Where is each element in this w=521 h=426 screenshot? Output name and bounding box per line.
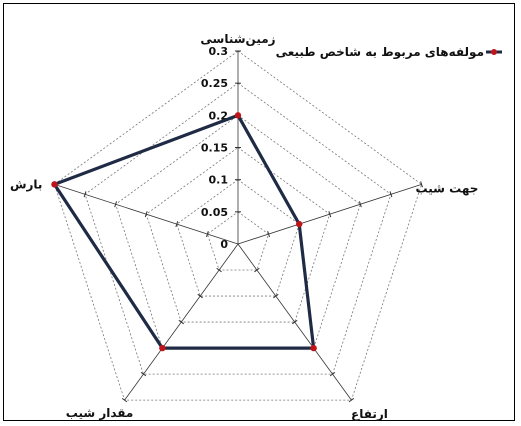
grid-ring-3 [145, 147, 331, 323]
tick-label-6: 0.3 [209, 45, 229, 58]
tick-label-4: 0.2 [209, 109, 229, 122]
series-point-4 [51, 181, 58, 188]
radar-grid [53, 50, 423, 401]
spoke-tick-3-1 [216, 267, 222, 273]
spoke-tick-1-3 [328, 211, 332, 218]
spoke-tick-4-5 [83, 191, 87, 198]
axis-label-1: جهت شیب [416, 181, 479, 195]
axis-label-0: زمین‌شناسی [200, 32, 275, 46]
spoke-tick-1-6 [420, 181, 423, 188]
spoke-tick-3-5 [140, 371, 147, 377]
axis-label-2: ارتفاع [351, 407, 388, 421]
legend-label: مولفه‌های مربوط به شاخص طبیعی [276, 45, 484, 60]
radar-series [51, 112, 317, 352]
spoke-tick-2-5 [329, 371, 336, 377]
tick-label-3: 0.15 [201, 142, 228, 155]
legend: مولفه‌های مربوط به شاخص طبیعی [276, 45, 502, 60]
spoke-tick-4-2 [175, 221, 179, 228]
spoke-tick-3-3 [178, 319, 184, 325]
spoke-tick-1-5 [389, 191, 393, 198]
legend-marker-sample [491, 49, 497, 55]
tick-label-2: 0.1 [209, 174, 229, 187]
spoke-tick-2-3 [292, 319, 298, 325]
series-point-1 [295, 220, 303, 228]
axis-label-3: مقدار شیب [66, 406, 134, 420]
spoke-tick-4-1 [206, 231, 209, 238]
series-point-3 [159, 344, 166, 352]
spoke-tick-1-4 [358, 201, 362, 208]
grid-ring-6 [53, 50, 423, 401]
axis-labels: زمین‌شناسی جهت شیب ارتفاع مقدار شیب بارش [10, 32, 478, 421]
radial-tick-labels: 0 0.05 0.1 0.15 0.2 0.25 0.3 [201, 45, 228, 251]
tick-label-1: 0.05 [201, 206, 228, 219]
spoke-tick-4-4 [114, 201, 118, 208]
spoke-tick-1-1 [267, 231, 270, 238]
tick-label-5: 0.25 [201, 77, 228, 90]
spoke-tick-2-6 [348, 397, 355, 403]
series-point-2 [310, 344, 317, 352]
grid-ring-5 [84, 82, 392, 375]
tick-label-0: 0 [220, 238, 228, 251]
spoke-tick-3-6 [121, 397, 128, 403]
spoke-tick-2-2 [273, 293, 279, 299]
spoke-tick-4-3 [144, 211, 148, 218]
grid-ring-1 [206, 211, 270, 271]
series-point-0 [234, 112, 242, 119]
chart-frame [3, 3, 515, 421]
spoke-tick-3-2 [197, 293, 203, 299]
axis-label-4: بارش [10, 177, 42, 191]
spoke-tick-2-1 [254, 267, 260, 273]
grid-ring-2 [176, 179, 300, 297]
series-line [52, 113, 316, 350]
